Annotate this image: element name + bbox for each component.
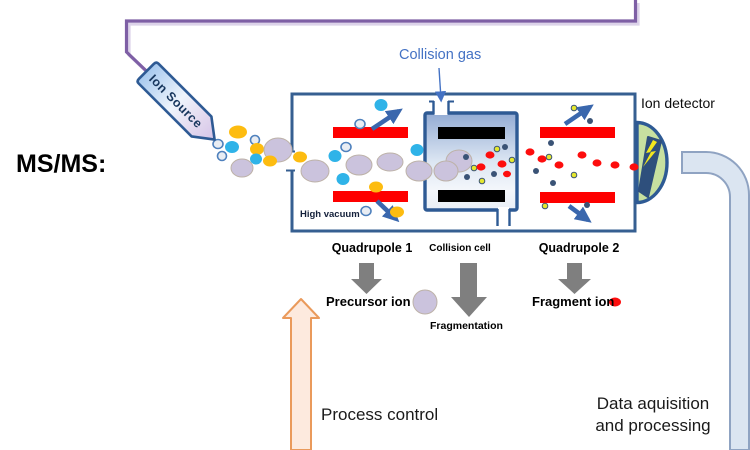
quadrupole1-rod-top: [333, 127, 408, 138]
precursor-select-arrow: [351, 263, 382, 294]
data-acquisition-line2: and processing: [595, 416, 711, 436]
q2-up-arrow: [563, 104, 594, 126]
precursor-ion-label: Precursor ion: [326, 294, 411, 309]
spark-icon: [643, 140, 657, 167]
ion-fragment_navy: [550, 180, 556, 186]
ion-neutral: [212, 138, 224, 150]
ions-layer: [212, 99, 639, 315]
process-control-arrow: [282, 298, 320, 450]
control-connector-line: [124, 0, 640, 78]
ion-fragment_red: [554, 161, 564, 169]
ion-blue: [410, 144, 424, 156]
ion-yellow: [369, 181, 383, 193]
high-vacuum-label: High vacuum: [300, 209, 360, 220]
ion-fragment_red: [476, 163, 486, 171]
ion-source-shape: Ion Source: [136, 61, 216, 141]
ion-blue: [250, 153, 262, 165]
collision-cell-rod-top: [438, 127, 505, 139]
ion-neutral: [216, 150, 228, 162]
ion-precursor: [376, 152, 404, 172]
data-acquisition-label: Data aquisition and processing: [577, 393, 729, 437]
ion-fragment_red: [610, 161, 620, 169]
cell-exit-port: [496, 207, 511, 226]
block-arrows: [351, 263, 591, 317]
ion-precursor: [345, 154, 373, 176]
ion-yellow: [263, 155, 277, 167]
ion-detector-label: Ion detector: [641, 95, 715, 111]
ion-fragment_navy: [533, 168, 539, 174]
fragmentation-arrow: [451, 263, 487, 317]
ion-fragment_red: [592, 159, 602, 167]
fragmentation-label: Fragmentation: [430, 320, 503, 332]
ion-yellow: [250, 143, 264, 155]
ion-fragment_navy: [587, 118, 593, 124]
ion-yellow: [390, 206, 404, 218]
fragment-select-arrow: [558, 263, 591, 294]
ion-neutral: [354, 118, 366, 130]
ion-fragment_green: [570, 104, 578, 112]
ion-yellow: [229, 125, 247, 139]
collision-cell-rod-bottom: [438, 190, 505, 202]
ion-detector-shape: [635, 120, 669, 205]
q1-up-arrow: [370, 108, 403, 131]
ion-fragment_navy: [491, 171, 497, 177]
quadrupole1-label: Quadrupole 1: [331, 241, 413, 255]
ion-precursor: [300, 159, 330, 183]
ion-fragment_red: [497, 160, 507, 168]
q2-down-arrow: [567, 204, 592, 223]
ion-fragment_green: [545, 153, 553, 161]
ion-fragment_red: [503, 170, 511, 178]
ion-blue: [225, 141, 239, 153]
ion-fragment_navy: [464, 174, 470, 180]
ion-precursor: [412, 289, 438, 315]
ion-fragment_red: [537, 155, 547, 163]
ion-fragment_navy: [463, 154, 469, 160]
process-control-label: Process control: [321, 405, 439, 424]
collision-gas-arrow: [434, 67, 447, 103]
page-title: MS/MS:: [16, 150, 107, 178]
ion-blue: [336, 173, 350, 185]
quadrupole1-rod-bottom: [333, 191, 408, 202]
ion-fragment_green: [508, 156, 516, 164]
quadrupole2-label: Quadrupole 2: [538, 241, 620, 255]
ion-fragment_green: [493, 145, 501, 153]
ion-fragment_navy: [584, 202, 590, 208]
fragment-ion-label: Fragment ion: [532, 294, 615, 309]
ion-precursor: [405, 160, 433, 182]
ion-fragment_red: [609, 297, 621, 307]
detector-sensor-icon: [638, 136, 662, 198]
quadrupole2-rod-bottom: [540, 192, 615, 203]
ion-fragment_navy: [502, 144, 508, 150]
ion-precursor: [433, 160, 459, 182]
ion-fragment_green: [470, 164, 478, 172]
gas-inlet-port: [429, 100, 454, 115]
ion-blue: [328, 150, 342, 162]
quadrupole2-rod-top: [540, 127, 615, 138]
ion-fragment_navy: [548, 140, 554, 146]
ion-neutral: [360, 205, 372, 217]
collision-gas-label: Collision gas: [399, 47, 482, 63]
collision-cell-label: Collision cell: [429, 243, 491, 254]
ion-yellow: [293, 151, 307, 163]
ion-fragment_green: [570, 171, 578, 179]
ion-fragment_green: [478, 177, 486, 185]
signal-tube: [681, 151, 750, 450]
ion-precursor: [230, 158, 254, 178]
ion-fragment_green: [541, 202, 549, 210]
ion-fragment_red: [577, 151, 587, 159]
ion-fragment_red: [525, 148, 535, 156]
data-acquisition-line1: Data aquisition: [596, 394, 710, 413]
ion-blue: [374, 99, 388, 111]
ion-neutral: [340, 141, 352, 153]
ion-fragment_red: [485, 151, 495, 159]
ion-fragment_red: [629, 163, 639, 171]
